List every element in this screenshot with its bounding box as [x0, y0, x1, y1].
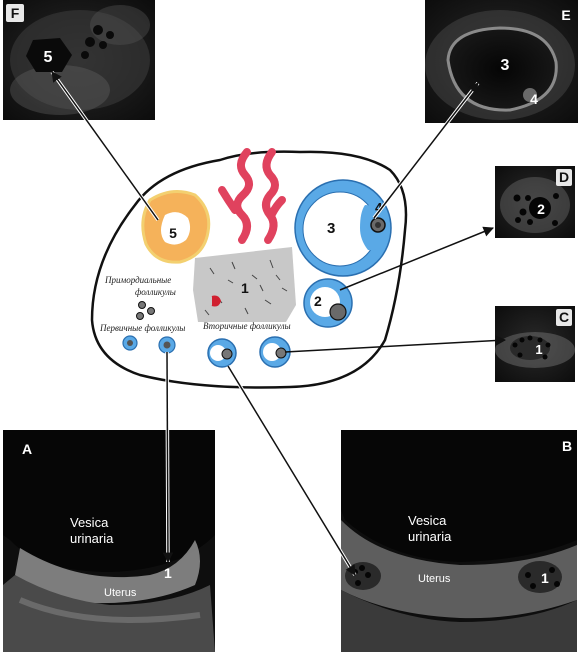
connector-arrows	[50, 70, 507, 576]
arrow-secondary-to-b	[227, 365, 356, 576]
panel-b-badge-text: B	[562, 438, 572, 454]
panel-f-follicle-number: 5	[44, 49, 53, 66]
arrow-corpus-luteum-to-f	[51, 71, 159, 221]
panel-d-ultrasound: D 2	[495, 166, 575, 238]
panel-f-corpus-luteum	[26, 38, 72, 72]
panel-b-organ-label-1: Vesica	[408, 513, 447, 528]
panel-b-ultrasound: B Vesica urinaria Uterus 1	[341, 430, 577, 652]
panel-e-badge-text: E	[561, 7, 570, 23]
primordial-follicles: Примордиальные фолликулы	[104, 275, 176, 320]
primary-follicles: Первичные фолликулы	[99, 323, 185, 354]
panel-e-follicle-number: 3	[501, 57, 510, 74]
panel-b-uterus-label: Uterus	[418, 573, 451, 585]
panel-c-follicle-number: 1	[535, 342, 542, 357]
preovulatory-follicle: 3 4	[294, 179, 392, 277]
panel-a-organ-label-1: Vesica	[70, 515, 109, 530]
secondary-label: Вторичные фолликулы	[203, 321, 291, 331]
panel-c-badge-text: C	[559, 309, 569, 325]
panel-d-badge	[556, 169, 572, 186]
panel-f-badge	[6, 4, 24, 22]
panel-a-organ-label-2: urinaria	[70, 531, 114, 546]
panel-a-badge-text: A	[22, 441, 32, 457]
ovarian-stroma: 1	[193, 247, 296, 322]
panel-e-cumulus	[523, 88, 537, 102]
stroma-number: 1	[241, 280, 249, 296]
arrow-primary-to-a	[162, 351, 174, 564]
panel-f-ultrasound: F 5	[3, 0, 155, 120]
panel-a-follicle-number: 1	[164, 565, 172, 581]
panel-a-ultrasound: A Vesica urinaria 1 Uterus	[3, 430, 215, 652]
primordial-label-line1: Примордиальные	[104, 275, 171, 285]
panel-e-ultrasound: E 3 4	[425, 0, 578, 123]
preovulatory-follicle-number: 3	[327, 220, 335, 237]
primordial-label-line2: фолликулы	[135, 287, 176, 297]
antral-follicle: 2	[303, 278, 353, 328]
arrow-antral-to-d	[339, 226, 494, 291]
primary-label: Первичные фолликулы	[99, 323, 185, 333]
panel-c-badge	[556, 309, 572, 326]
arrow-preovulatory-to-e	[373, 82, 479, 219]
panel-f-badge-text: F	[11, 5, 20, 21]
panel-d-follicle-number: 2	[537, 201, 545, 217]
panel-b-organ-label-2: urinaria	[408, 529, 452, 544]
panel-a-uterus-label: Uterus	[104, 587, 137, 599]
secondary-follicles: Вторичные фолликулы	[203, 321, 291, 368]
panel-c-ultrasound: C 1	[495, 306, 575, 382]
oocyte-number: 4	[375, 200, 383, 215]
corpus-luteum: 5	[141, 189, 211, 264]
panel-d-badge-text: D	[559, 169, 569, 185]
panel-d-antral-follicle	[529, 197, 551, 219]
panel-b-follicle-number: 1	[541, 570, 549, 586]
corpus-luteum-number: 5	[169, 225, 177, 241]
arrow-secondary-to-c	[284, 335, 507, 353]
panel-e-oocyte-number: 4	[530, 91, 538, 107]
blood-vessels	[218, 148, 286, 244]
ovary-schematic: 5 1 3 4	[90, 148, 408, 389]
antral-follicle-number: 2	[314, 293, 322, 309]
